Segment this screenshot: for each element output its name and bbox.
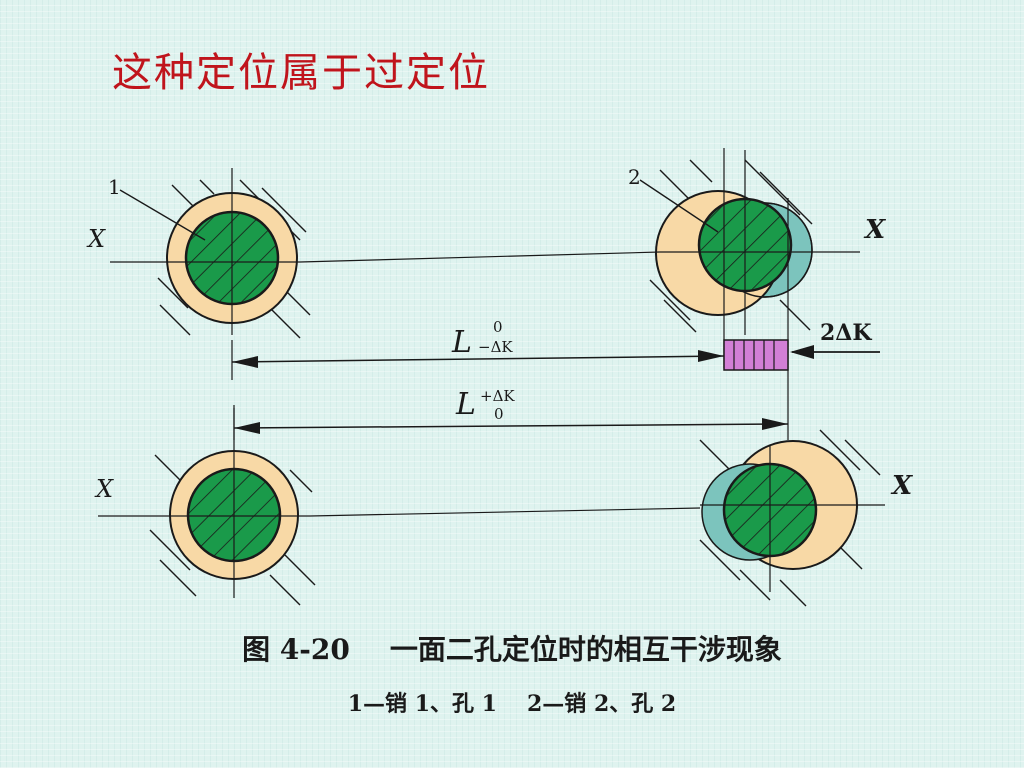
axis-label-x-bottom-right: X [890, 471, 914, 501]
top-right-assembly [649, 148, 860, 440]
figure-number: 图 4-20 [242, 633, 350, 666]
axis-label-x-top-left: X [86, 225, 106, 253]
hatch-marks-bottom-right [699, 429, 881, 607]
bottom-left-assembly [98, 405, 316, 606]
dim-bottom-sub: 0 [494, 405, 504, 423]
legend-item-2: 2—销 2、孔 2 [527, 691, 677, 717]
callout-leader-2 [639, 179, 719, 233]
callout-1-label: 1 [108, 175, 121, 199]
figure-caption-text: 一面二孔定位时的相互干涉现象 [389, 633, 782, 666]
axis-label-x-top-right: X [863, 215, 887, 245]
tolerance-box [723, 339, 789, 371]
dim-top-sup: 0 [493, 318, 503, 336]
legend-item-1: 1—销 1、孔 1 [347, 691, 497, 717]
tolerance-label: 2ΔK [820, 320, 872, 346]
hatch-marks-top-right [649, 159, 813, 333]
center-line-top [299, 251, 661, 263]
figure-caption: 图 4-20 一面二孔定位时的相互干涉现象 [0, 628, 1024, 668]
slide-title: 这种定位属于过定位 [112, 50, 490, 96]
top-left-assembly [110, 168, 311, 339]
axis-label-x-bottom-left: X [94, 475, 114, 503]
callout-2-label: 2 [628, 165, 641, 189]
figure-legend: 1—销 1、孔 1 2—销 2、孔 2 [0, 686, 1024, 718]
hatch-marks-bottom-left [149, 454, 316, 606]
dim-bottom-base: L [455, 387, 476, 422]
dim-top-base: L [451, 325, 472, 360]
dimension-bottom [233, 408, 789, 440]
dimension-top [231, 340, 725, 380]
center-line-bottom [309, 507, 701, 517]
tolerance-zone [723, 339, 880, 371]
callout-leader-1 [119, 189, 206, 241]
dim-bottom-sup: +ΔK [480, 387, 515, 405]
dim-top-sub: −ΔK [478, 338, 513, 356]
bottom-right-assembly [699, 429, 885, 607]
